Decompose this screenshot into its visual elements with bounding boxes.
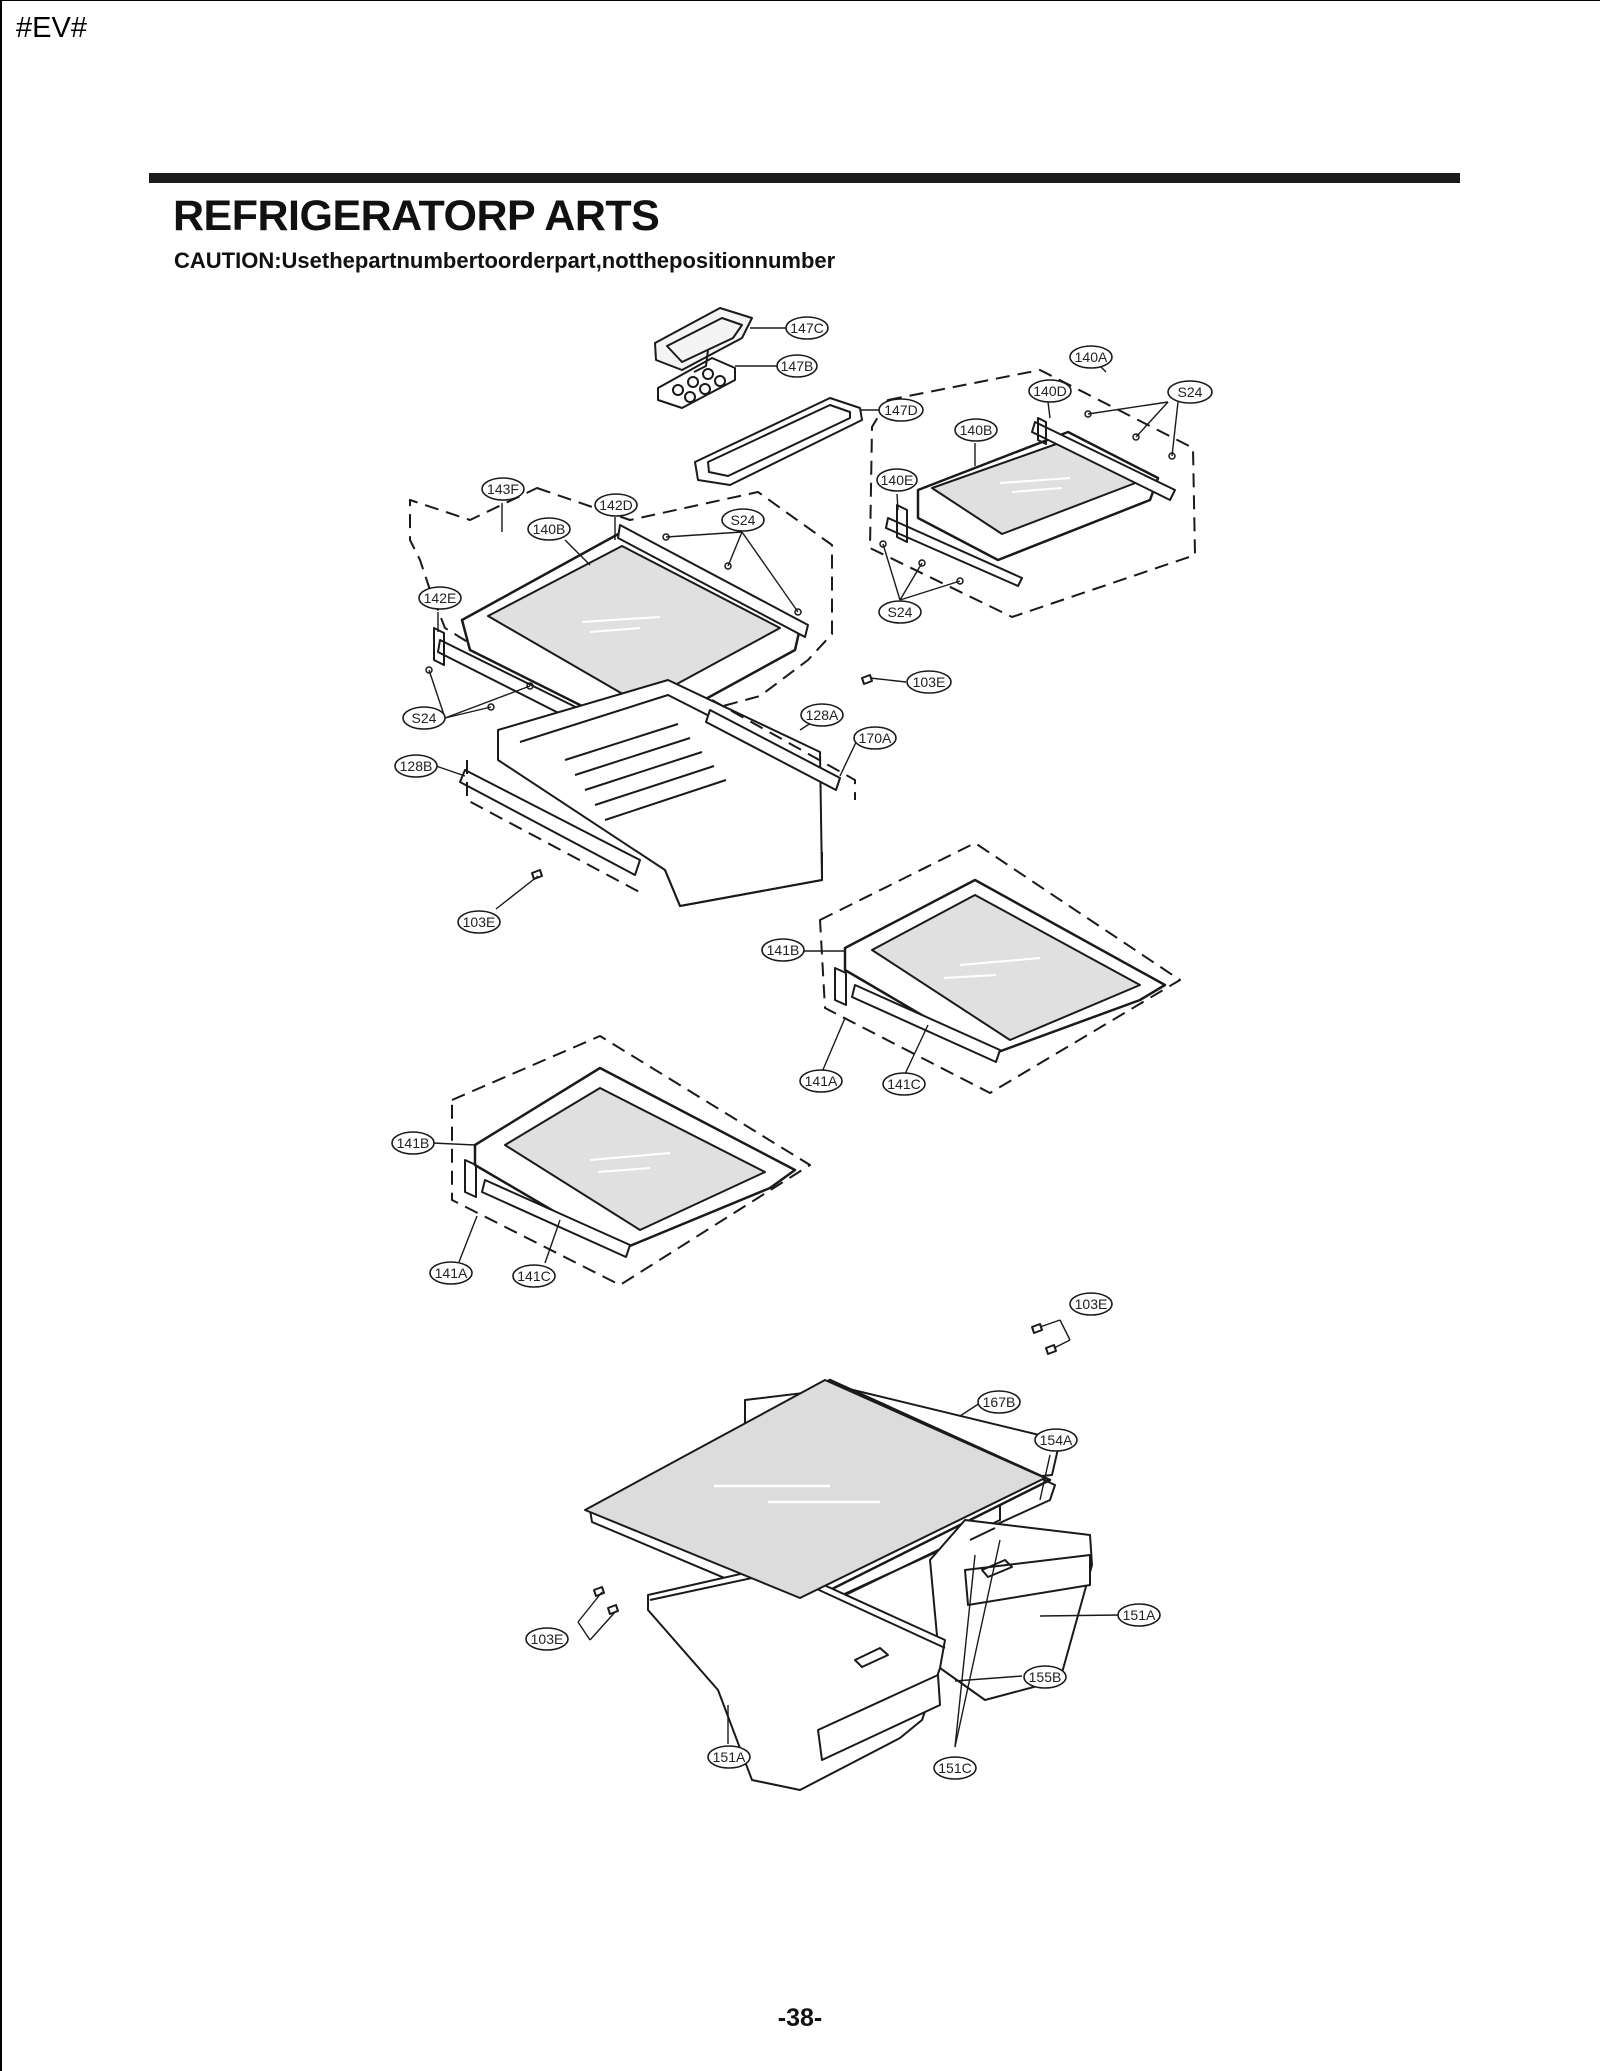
callout-147D: 147D xyxy=(884,402,917,418)
callout-140A: 140A xyxy=(1075,349,1108,365)
page-border-top xyxy=(0,0,1600,1)
callout-103E-a: 103E xyxy=(913,674,946,690)
callout-147C: 147C xyxy=(790,320,823,336)
corner-tag: #EV# xyxy=(16,12,87,44)
upper-right-shelf xyxy=(869,369,1196,618)
callout-S24-upper-right: S24 xyxy=(1178,384,1203,400)
egg-tray-assembly xyxy=(654,307,863,486)
callout-154A: 154A xyxy=(1040,1432,1073,1448)
callout-155B: 155B xyxy=(1029,1669,1062,1685)
crisper-drawer-assembly xyxy=(409,487,856,907)
callout-140B-upper: 140B xyxy=(960,422,993,438)
callout-140B-crisper: 140B xyxy=(533,521,566,537)
middle-right-shelf xyxy=(819,842,1181,1094)
callout-128B: 128B xyxy=(400,758,433,774)
callout-151C: 151C xyxy=(938,1760,971,1776)
screw-parts xyxy=(425,410,1176,711)
clip-parts xyxy=(531,674,1057,1615)
callout-151A-right: 151A xyxy=(1123,1607,1156,1623)
callout-151A-left: 151A xyxy=(713,1749,746,1765)
callout-170A: 170A xyxy=(859,730,892,746)
page-border-left xyxy=(0,0,2,2071)
callout-143F: 143F xyxy=(487,481,519,497)
callout-147B: 147B xyxy=(781,358,814,374)
callout-167B: 167B xyxy=(983,1394,1016,1410)
callout-142D: 142D xyxy=(599,497,632,513)
page-title: REFRIGERATORP ARTS xyxy=(173,192,660,240)
lower-left-shelf xyxy=(451,1035,811,1286)
callout-S24-crisper-top: S24 xyxy=(731,512,756,528)
callout-103E-b: 103E xyxy=(463,914,496,930)
callout-141C-right: 141C xyxy=(887,1076,920,1092)
callout-128A: 128A xyxy=(806,707,839,723)
caution-note: CAUTION:Usethepartnumbertoorderpart,nott… xyxy=(174,248,836,273)
callout-140D: 140D xyxy=(1033,383,1066,399)
page-number: -38- xyxy=(777,2004,823,2032)
callout-141C-left: 141C xyxy=(517,1268,550,1284)
header-rule xyxy=(149,173,1460,183)
leader-lines xyxy=(428,327,1179,1748)
callout-S24-lower-right: S24 xyxy=(888,604,913,620)
callout-142E: 142E xyxy=(424,590,457,606)
callout-103E-c: 103E xyxy=(1075,1296,1108,1312)
callout-140E: 140E xyxy=(881,472,914,488)
callout-103E-d: 103E xyxy=(531,1631,564,1647)
callout-141B-left: 141B xyxy=(397,1135,430,1151)
callout-141B-right: 141B xyxy=(767,942,800,958)
callout-141A-left: 141A xyxy=(435,1265,468,1281)
callout-141A-right: 141A xyxy=(805,1073,838,1089)
bottom-crisper-assembly xyxy=(584,1378,1093,1791)
callout-S24-crisper-left: S24 xyxy=(412,710,437,726)
